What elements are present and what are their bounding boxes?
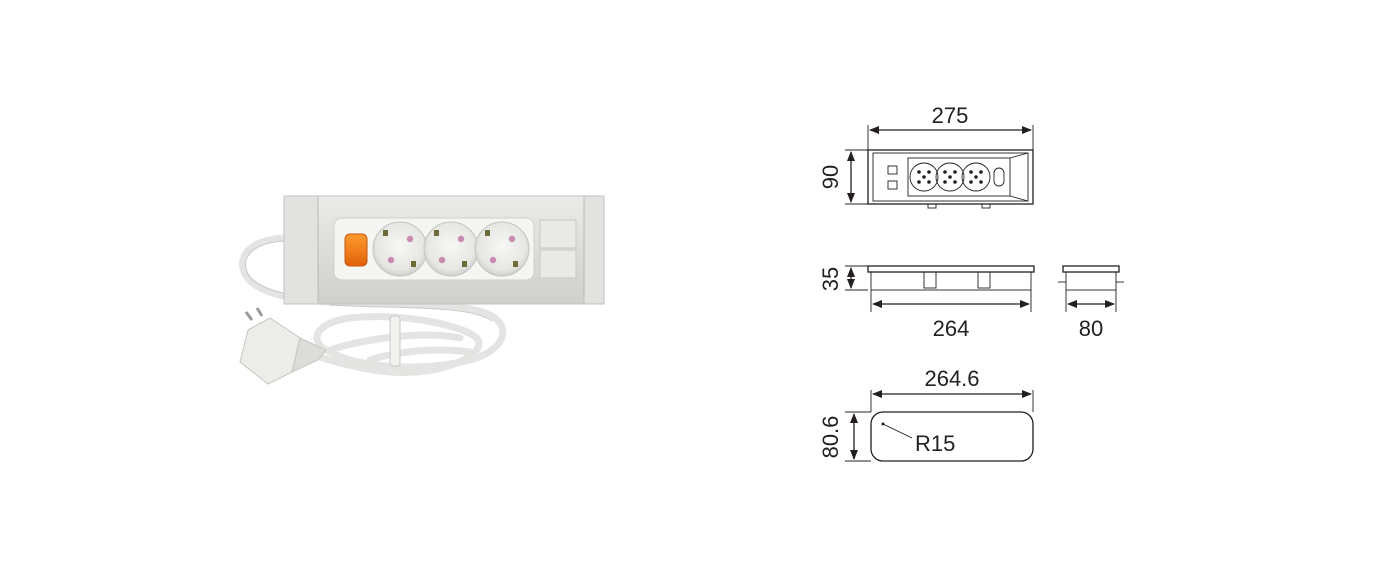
- cable-tie: [389, 315, 401, 367]
- module-slot-top: [539, 219, 577, 249]
- radius-label: R15: [915, 431, 955, 456]
- dimension-width-264: 264: [933, 316, 970, 341]
- schuko-plug: [239, 307, 327, 385]
- dimension-cutout-height: 80.6: [818, 416, 843, 459]
- dimension-width-275: 275: [932, 103, 969, 128]
- dimension-cutout-width: 264.6: [924, 366, 979, 391]
- socket-2: [423, 221, 479, 277]
- dimension-height-90: 90: [818, 165, 843, 189]
- dimension-depth-80: 80: [1079, 316, 1103, 341]
- module-slot-bottom: [539, 249, 577, 279]
- right-end-cap: [583, 195, 605, 305]
- front-view-drawing: 35 264: [818, 265, 1035, 341]
- power-switch: [344, 233, 368, 267]
- socket-1: [372, 221, 428, 277]
- side-view-drawing: 80: [1058, 265, 1124, 341]
- top-view-drawing: 275 90: [818, 103, 1034, 209]
- left-end-cap: [283, 195, 319, 305]
- product-photo: [239, 195, 605, 385]
- power-strip-body: [283, 195, 605, 305]
- cutout-drawing: 264.6 80.6 R15: [818, 366, 1034, 462]
- dimension-height-35: 35: [818, 267, 843, 291]
- socket-3: [474, 221, 530, 277]
